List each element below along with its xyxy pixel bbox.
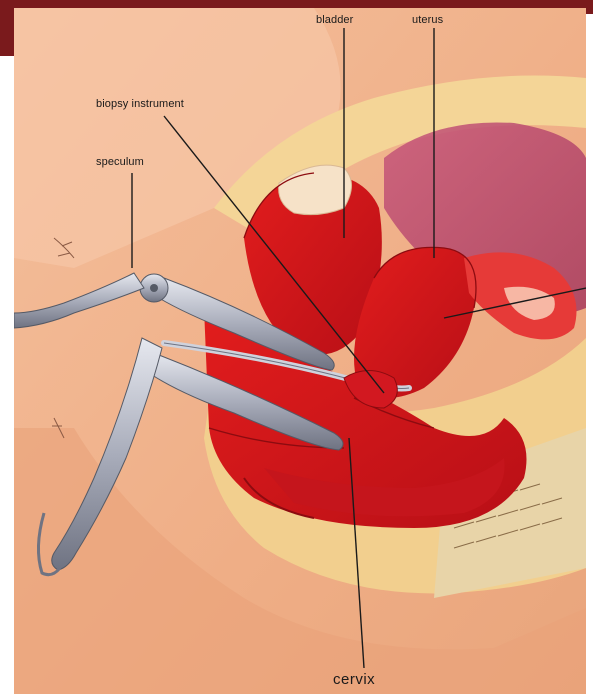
- label-bladder: bladder: [316, 14, 353, 26]
- label-speculum: speculum: [96, 156, 144, 168]
- label-biopsy-instrument: biopsy instrument: [96, 98, 184, 110]
- label-cervix: cervix: [333, 671, 375, 688]
- label-uterus: uterus: [412, 14, 443, 26]
- anatomy-illustration: [14, 8, 586, 694]
